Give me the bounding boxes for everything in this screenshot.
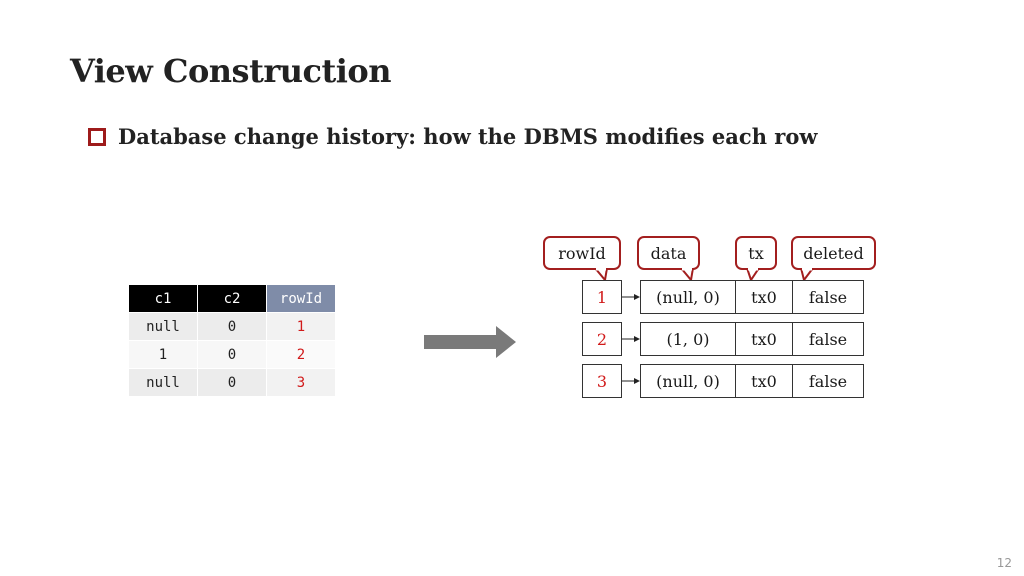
- record-rowid: 3: [582, 364, 622, 398]
- pointer-arrow: [622, 322, 640, 356]
- transform-arrow-icon: [424, 326, 516, 358]
- record-tx: tx0: [736, 364, 793, 398]
- table-row: null 0 1: [128, 312, 336, 341]
- cell-rowid: 1: [266, 312, 336, 341]
- cell-c2: 0: [197, 312, 267, 341]
- record-rowid: 1: [582, 280, 622, 314]
- callout-rowid: rowId: [543, 236, 621, 270]
- record-data: (1, 0): [640, 322, 736, 356]
- callout-data: data: [637, 236, 700, 270]
- pointer-arrow: [622, 364, 640, 398]
- callout-tail-icon: [800, 268, 815, 282]
- cell-rowid: 3: [266, 368, 336, 397]
- bullet-point: Database change history: how the DBMS mo…: [88, 124, 817, 149]
- pointer-arrow: [622, 280, 640, 314]
- pointer-arrow-icon: [622, 336, 640, 342]
- header-c1: c1: [128, 284, 198, 313]
- record-rowid: 2: [582, 322, 622, 356]
- callout-tail-icon: [680, 268, 695, 282]
- record-row: 3 (null, 0) tx0 false: [582, 364, 864, 398]
- table-header-row: c1 c2 rowId: [128, 284, 336, 313]
- record-data: (null, 0): [640, 280, 736, 314]
- cell-c1: 1: [128, 340, 198, 369]
- table-row: 1 0 2: [128, 340, 336, 369]
- callout-tail-icon: [746, 268, 761, 282]
- callout-tx: tx: [735, 236, 777, 270]
- pointer-arrow-icon: [622, 378, 640, 384]
- cell-rowid: 2: [266, 340, 336, 369]
- page-number: 12: [996, 556, 1012, 570]
- callout-tail-icon: [594, 268, 609, 282]
- square-bullet-icon: [88, 127, 106, 146]
- rows-table: c1 c2 rowId null 0 1 1 0 2 null 0 3: [128, 284, 336, 397]
- record-tx: tx0: [736, 322, 793, 356]
- cell-c1: null: [128, 368, 198, 397]
- slide-title: View Construction: [70, 52, 392, 90]
- record-tx: tx0: [736, 280, 793, 314]
- record-deleted: false: [793, 280, 864, 314]
- record-data: (null, 0): [640, 364, 736, 398]
- table-row: null 0 3: [128, 368, 336, 397]
- record-row: 2 (1, 0) tx0 false: [582, 322, 864, 356]
- cell-c1: null: [128, 312, 198, 341]
- pointer-arrow-icon: [622, 294, 640, 300]
- callout-deleted: deleted: [791, 236, 876, 270]
- record-row: 1 (null, 0) tx0 false: [582, 280, 864, 314]
- bullet-text: Database change history: how the DBMS mo…: [118, 124, 818, 149]
- record-deleted: false: [793, 322, 864, 356]
- header-c2: c2: [197, 284, 267, 313]
- record-deleted: false: [793, 364, 864, 398]
- cell-c2: 0: [197, 368, 267, 397]
- cell-c2: 0: [197, 340, 267, 369]
- header-rowid: rowId: [266, 284, 336, 313]
